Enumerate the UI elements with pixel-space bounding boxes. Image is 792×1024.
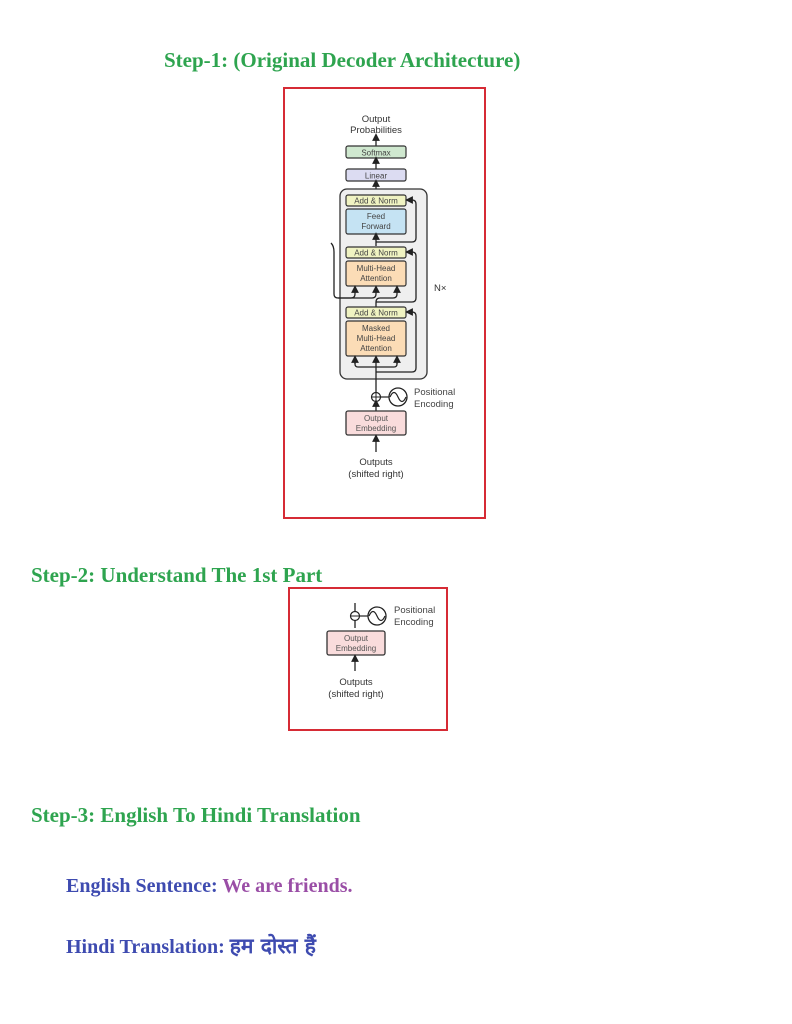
add-norm-block: Add & Norm: [345, 246, 407, 259]
outputs-shifted-right-label: Outputs: [359, 457, 393, 468]
svg-text:Multi-Head: Multi-Head: [357, 264, 396, 273]
output-probabilities-label: Output: [362, 114, 391, 125]
output-embedding-block: Output Embedding: [345, 410, 407, 436]
svg-text:Positional: Positional: [394, 605, 435, 616]
step2-diagram: Positional Encoding Output Embedding Out…: [326, 603, 435, 700]
english-sentence-row: English Sentence: We are friends.: [66, 875, 353, 898]
feed-forward-block: Feed Forward: [345, 208, 407, 235]
svg-text:Embedding: Embedding: [336, 644, 376, 653]
add-circle-icon: [370, 391, 382, 403]
svg-text:Output: Output: [344, 634, 369, 643]
step3-heading: Step-3: English To Hindi Translation: [31, 803, 361, 827]
step1-heading: Step-1: (Original Decoder Architecture): [164, 48, 521, 72]
hindi-translation-value: हम दोस्त हैं: [229, 934, 316, 958]
step1-diagram-frame: [283, 87, 486, 519]
hindi-translation-row: Hindi Translation: हम दोस्त हैं: [66, 932, 316, 960]
svg-text:Add & Norm: Add & Norm: [354, 197, 398, 206]
svg-text:Encoding: Encoding: [394, 617, 434, 628]
positional-encoding-label: Positional: [414, 387, 455, 398]
svg-text:Multi-Head: Multi-Head: [357, 334, 396, 343]
softmax-block: Softmax: [345, 145, 407, 159]
svg-text:Add & Norm: Add & Norm: [354, 249, 398, 258]
svg-text:Masked: Masked: [362, 324, 390, 333]
svg-text:Attention: Attention: [360, 344, 392, 353]
multi-head-attention-block: Multi-Head Attention: [345, 260, 407, 287]
svg-text:Softmax: Softmax: [361, 149, 390, 158]
outputs-shifted-right-label: (shifted right): [348, 469, 403, 480]
step2-diagram-frame: [288, 587, 448, 731]
add-norm-block: Add & Norm: [345, 306, 407, 319]
sine-wave-icon: [388, 387, 408, 407]
add-norm-block: Add & Norm: [345, 194, 407, 207]
english-sentence-label: English Sentence:: [66, 875, 218, 897]
step2-heading: Step-2: Understand The 1st Part: [31, 563, 323, 587]
svg-text:Feed: Feed: [367, 212, 385, 221]
svg-text:Embedding: Embedding: [356, 424, 396, 433]
output-probabilities-label: Probabilities: [350, 125, 402, 136]
nx-label: N×: [434, 283, 446, 294]
svg-text:Add & Norm: Add & Norm: [354, 309, 398, 318]
linear-block: Linear: [345, 168, 407, 182]
svg-text:(shifted right): (shifted right): [328, 689, 383, 700]
svg-text:Forward: Forward: [361, 222, 390, 231]
svg-text:Attention: Attention: [360, 274, 392, 283]
hindi-translation-label: Hindi Translation:: [66, 936, 225, 958]
positional-encoding-label: Encoding: [414, 399, 454, 410]
masked-multi-head-attention-block: Masked Multi-Head Attention: [345, 320, 407, 357]
svg-text:Output: Output: [364, 414, 389, 423]
svg-text:Outputs: Outputs: [339, 677, 373, 688]
svg-text:Linear: Linear: [365, 172, 388, 181]
english-sentence-value: We are friends.: [222, 875, 353, 897]
